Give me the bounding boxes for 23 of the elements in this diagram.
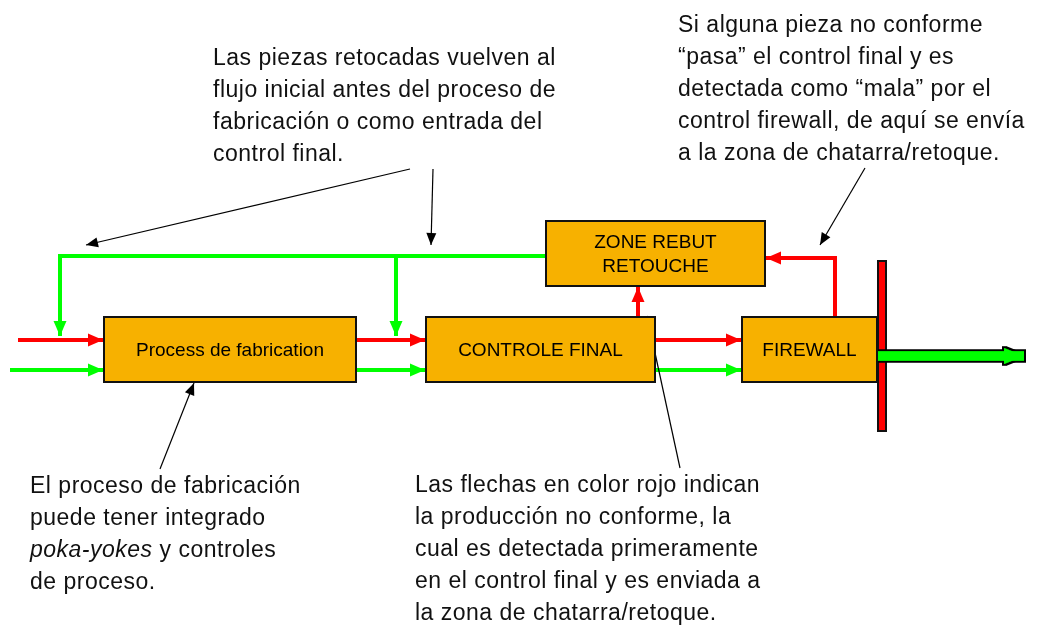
leader-line [85,168,411,248]
leader-line [426,168,437,246]
flow-arrow [878,348,1024,364]
barrier-bar [877,260,887,432]
flow-arrow [389,254,545,336]
flow-arrow [18,333,103,347]
annotation-text: El proceso de fabricación puede tener integrado poka-yokes y controles de proceso. [30,469,304,597]
process-box: FIREWALL [741,316,878,383]
annotation-text: Si alguna pieza no conforme “pasa” el control final y es detectada como “mala” por el control firewall, de aquí se envía a la zona de chatarra/retoque. [678,8,1040,168]
flow-arrow [631,287,645,316]
flow-arrow [656,363,741,377]
process-box: ZONE REBUT RETOUCHE [545,220,766,287]
leader-line [159,382,195,470]
annotation-text: Las flechas en color rojo indican la producción no conforme, la cual es detectada primeramente en el control final y es enviada a la zona de chatarra/retoque. [415,468,773,628]
annotation-text: Las piezas retocadas vuelven al flujo inicial antes del proceso de fabricación o como entrada del control final. [213,41,593,169]
process-box: CONTROLE FINAL [425,316,656,383]
flow-arrow [357,363,425,377]
flow-arrow [766,251,837,316]
flow-arrow [357,333,425,347]
leader-line [819,167,866,246]
flow-arrow [10,363,103,377]
process-box: Process de fabrication [103,316,357,383]
flow-arrow [656,333,741,347]
